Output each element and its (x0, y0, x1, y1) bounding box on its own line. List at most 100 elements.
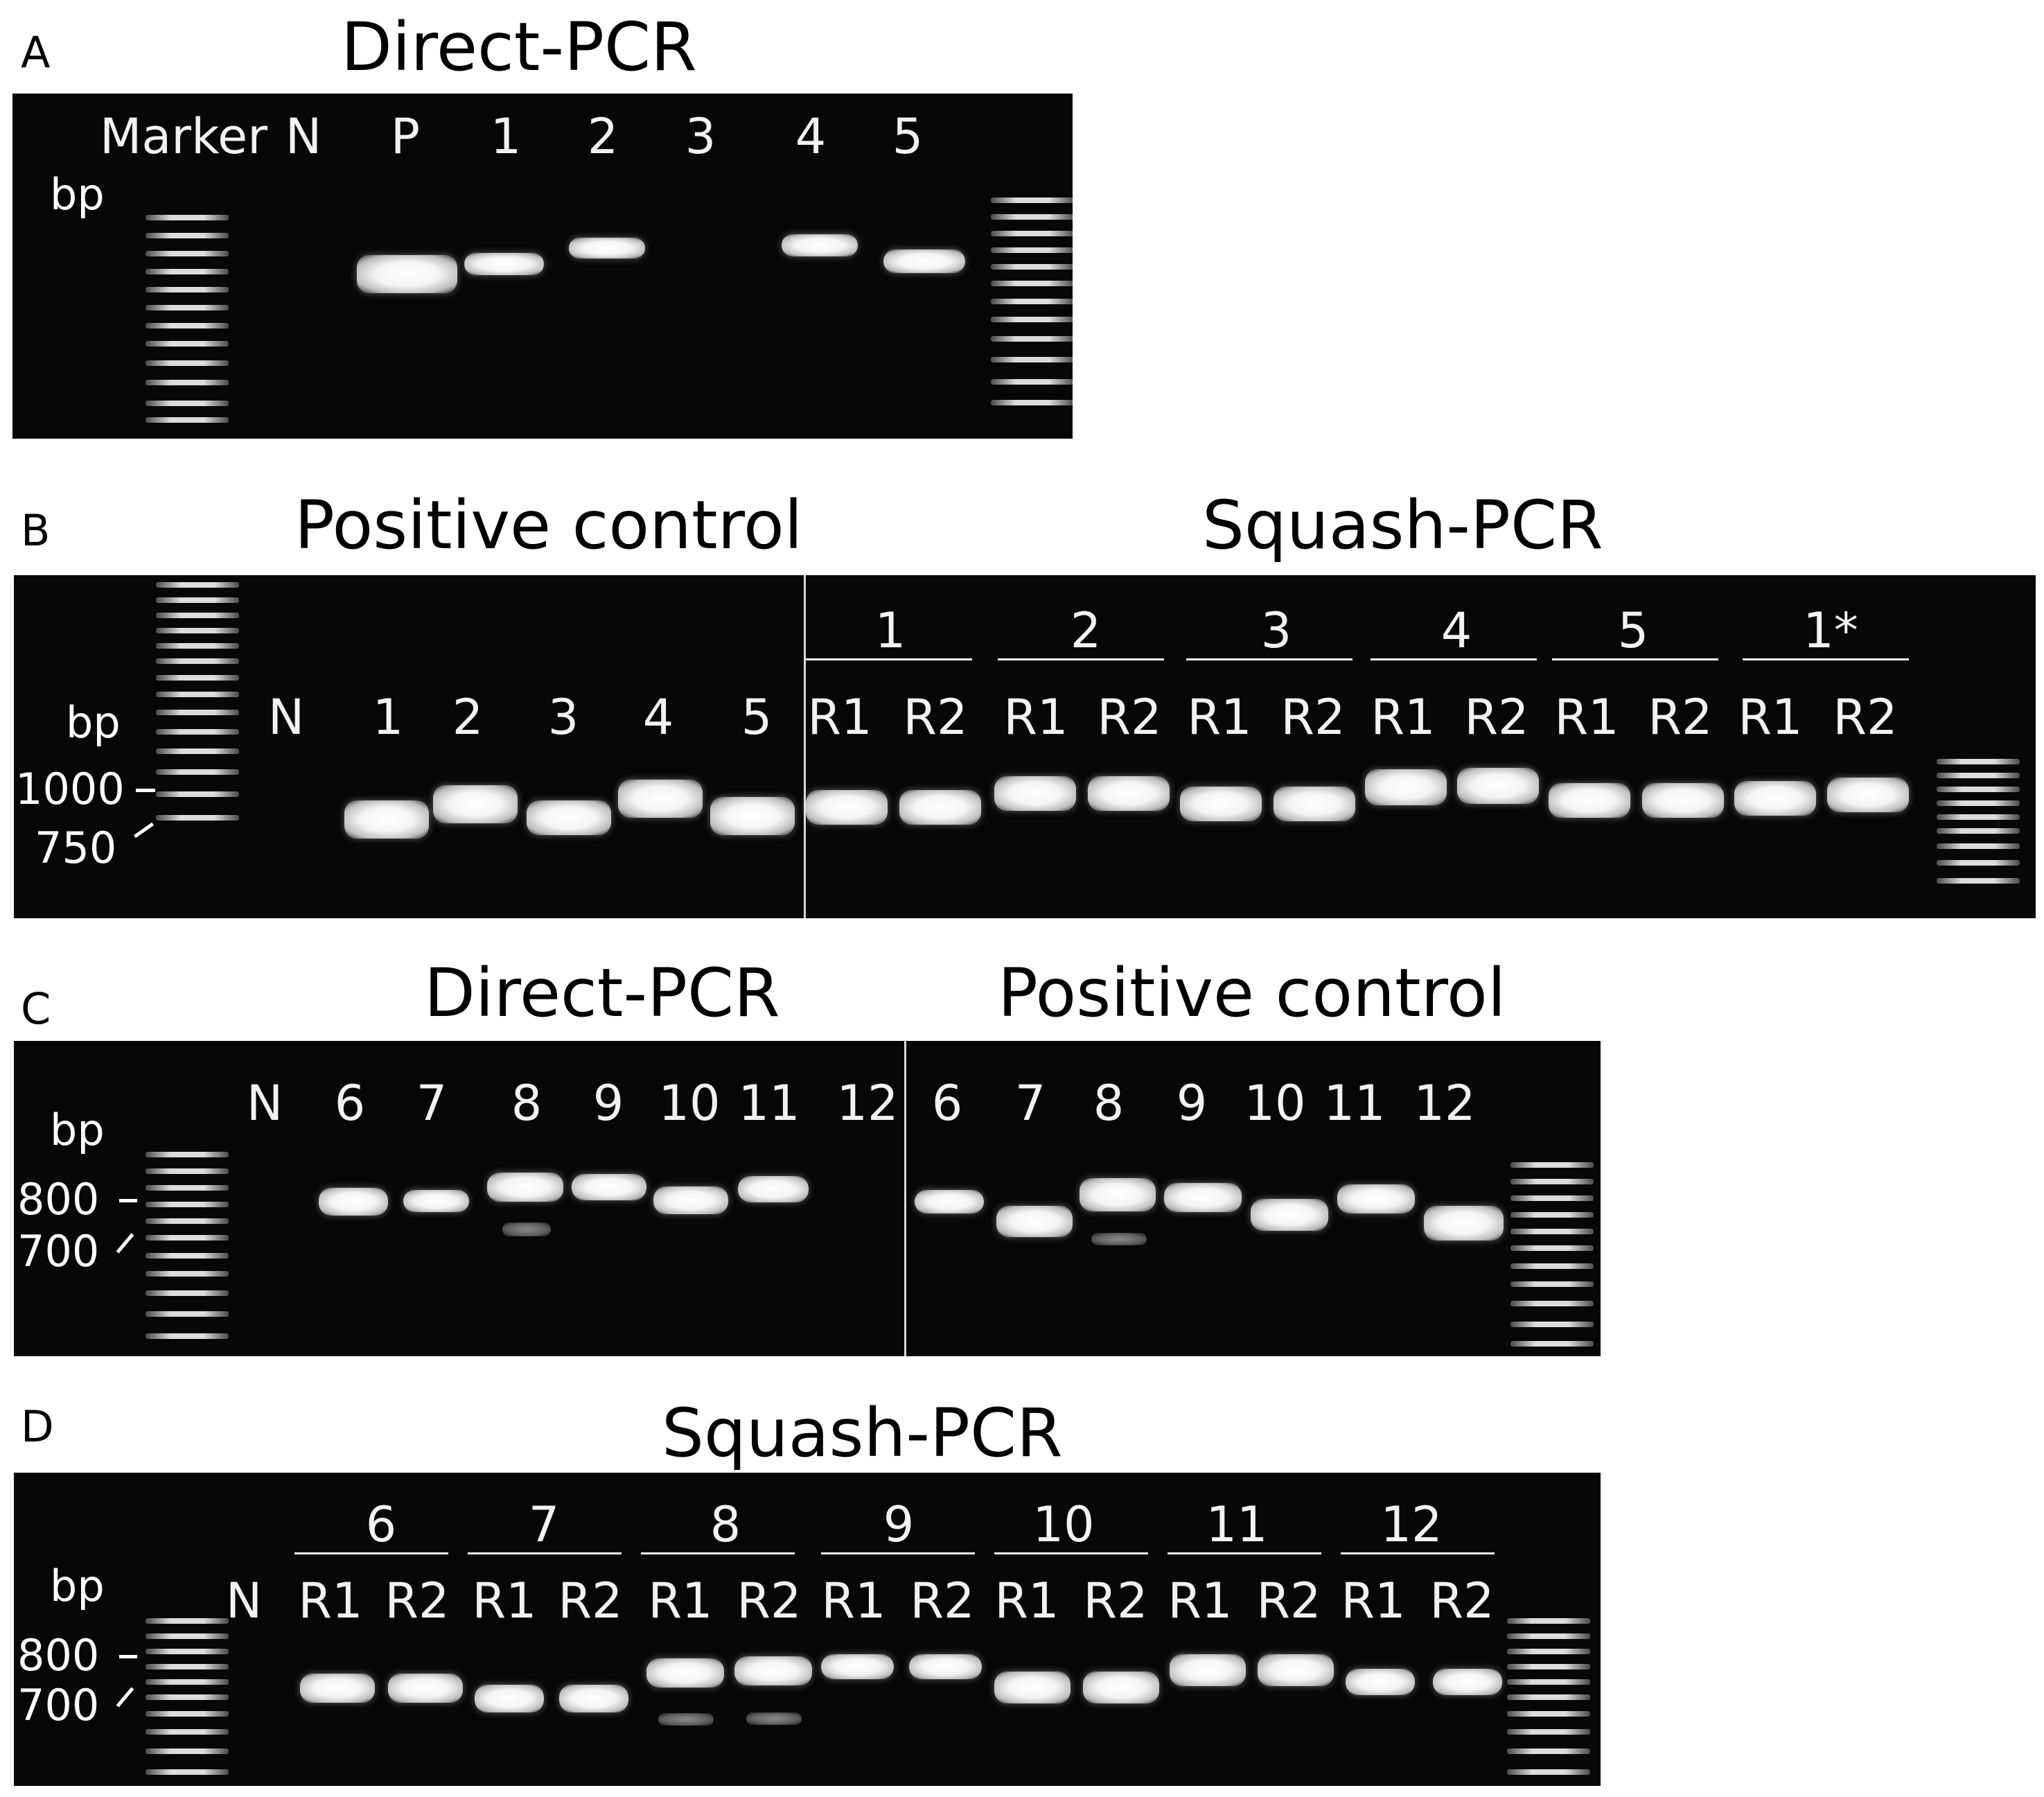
panel-a-lane-1: 1 (490, 108, 522, 165)
panel-c-marker-700: 700 (17, 1226, 100, 1277)
panel-a-band-5 (883, 249, 965, 273)
panel-b-rep-5-r2: R2 (1648, 689, 1713, 746)
panel-b-rep-2-r2: R2 (1097, 689, 1162, 746)
panel-b-rep-4-r2: R2 (1464, 689, 1529, 746)
panel-a-gel: Marker N P 1 2 3 4 5 (12, 94, 1073, 439)
panel-b-marker-1000: 1000 (15, 764, 125, 814)
panel-d-group-11: 11 (1206, 1496, 1268, 1553)
panel-d-group-underline-6 (294, 1552, 448, 1554)
panel-b-rep-1star-r1: R1 (1738, 689, 1803, 746)
panel-d-rep-10-r1: R1 (994, 1572, 1059, 1629)
panel-b-band-1-r2 (899, 790, 981, 825)
panel-d-gel: N 6 7 8 9 10 11 12 R1 R2 R1 R2 R1 R2 R1 … (14, 1473, 1601, 1786)
panel-a-title: Direct-PCR (341, 8, 697, 86)
panel-b-lane-4: 4 (642, 689, 674, 746)
panel-a-lane-n: N (285, 108, 322, 165)
panel-b-marker-750: 750 (35, 823, 117, 873)
panel-b-band-pc-4 (618, 780, 703, 818)
panel-c-band-l9 (572, 1174, 646, 1200)
panel-b-divider (804, 575, 806, 918)
panel-b-lane-5: 5 (741, 689, 773, 746)
panel-b-rep-3-r2: R2 (1280, 689, 1346, 746)
panel-d-marker-700: 700 (17, 1680, 100, 1730)
panel-a-band-p (357, 255, 457, 293)
panel-c-band-r10 (1251, 1199, 1328, 1231)
panel-d-band-12-r2 (1433, 1669, 1502, 1695)
panel-b-group-2: 2 (1070, 602, 1102, 659)
panel-b-rep-4-r1: R1 (1371, 689, 1436, 746)
panel-b-band-1-r1 (806, 790, 888, 825)
panel-d-ladder-right (1507, 1618, 1590, 1785)
panel-c-band-r6 (915, 1190, 984, 1213)
panel-c-band-r9 (1164, 1183, 1242, 1212)
panel-d-group-8: 8 (710, 1496, 741, 1553)
panel-d-rep-9-r2: R2 (910, 1572, 975, 1629)
panel-b-title-right: Squash-PCR (1202, 486, 1603, 564)
panel-c-lane-r7: 7 (1014, 1075, 1046, 1132)
panel-d-band-8-r1 (646, 1658, 724, 1688)
panel-c-gel: N 6 7 8 9 10 11 12 6 7 8 9 10 11 12 (14, 1041, 1601, 1356)
panel-b-band-3-r1 (1180, 787, 1262, 821)
panel-c-band-r11 (1337, 1184, 1415, 1213)
panel-d-rep-11-r1: R1 (1168, 1572, 1233, 1629)
panel-b-lane-2: 2 (452, 689, 484, 746)
panel-c-tick-800 (119, 1199, 137, 1202)
panel-a-lane-p: P (390, 108, 421, 165)
panel-b-group-3: 3 (1260, 602, 1292, 659)
panel-c-lane-l7: 7 (416, 1075, 448, 1132)
panel-d-band-10-r1 (994, 1672, 1071, 1703)
panel-d-band-9-r1 (821, 1654, 894, 1679)
panel-d-group-10: 10 (1032, 1496, 1095, 1553)
panel-a-band-2 (569, 238, 645, 258)
panel-d-group-6: 6 (365, 1496, 397, 1553)
panel-d-rep-7-r2: R2 (558, 1572, 623, 1629)
panel-d-band-11-r2 (1258, 1654, 1334, 1686)
panel-c-lane-l9: 9 (592, 1075, 624, 1132)
panel-b-band-3-r2 (1274, 787, 1355, 821)
panel-d-rep-8-r1: R1 (648, 1572, 713, 1629)
panel-a-lane-2: 2 (587, 108, 619, 165)
panel-b-group-underline-5 (1552, 658, 1718, 660)
panel-d-group-underline-11 (1168, 1552, 1321, 1554)
panel-d-band-9-r2 (909, 1654, 982, 1679)
panel-c-band-r7 (996, 1206, 1073, 1237)
panel-d-band-7-r1 (475, 1685, 544, 1712)
panel-b-band-2-r2 (1088, 776, 1170, 811)
panel-a-ladder-right (991, 198, 1073, 419)
panel-d-group-7: 7 (528, 1496, 560, 1553)
panel-b-band-pc-1 (344, 800, 429, 839)
panel-b-band-5-r1 (1549, 783, 1630, 818)
panel-c-marker-800: 800 (17, 1174, 100, 1225)
panel-c-band-l11 (738, 1176, 809, 1202)
panel-d-rep-11-r2: R2 (1256, 1572, 1321, 1629)
panel-d-band-8-r1-lower (658, 1713, 714, 1726)
panel-a-ladder-left (146, 215, 229, 423)
panel-c-band-r8 (1080, 1178, 1156, 1211)
panel-b-gel: N 1 2 3 4 5 1 2 3 4 5 1* R1 R2 R1 R2 R1 … (14, 575, 2036, 918)
panel-b-band-pc-2 (433, 785, 518, 823)
panel-d-rep-12-r1: R1 (1341, 1572, 1406, 1629)
panel-c-title-left: Direct-PCR (424, 954, 780, 1032)
panel-b-rep-1-r2: R2 (903, 689, 968, 746)
panel-c-lane-r10: 10 (1244, 1075, 1306, 1132)
panel-b-group-1star: 1* (1803, 602, 1858, 659)
panel-b-lane-n: N (267, 689, 305, 746)
panel-d-rep-6-r1: R1 (298, 1572, 363, 1629)
panel-d-bp-label: bp (50, 1561, 105, 1611)
panel-d-band-6-r2 (388, 1674, 463, 1703)
panel-d-tick-800 (119, 1655, 137, 1658)
panel-d-rep-10-r2: R2 (1083, 1572, 1148, 1629)
panel-c-band-l8-lower (502, 1222, 551, 1236)
panel-c-ladder-left (146, 1152, 229, 1346)
panel-d-group-underline-10 (994, 1552, 1148, 1554)
panel-d-band-8-r2-lower (746, 1712, 802, 1725)
panel-b-group-4: 4 (1441, 602, 1472, 659)
panel-c-band-l8 (487, 1173, 563, 1202)
panel-d-group-12: 12 (1380, 1496, 1443, 1553)
panel-c-lane-l11: 11 (738, 1075, 800, 1132)
panel-b-label: B (21, 505, 51, 556)
panel-b-rep-1star-r2: R2 (1833, 689, 1898, 746)
panel-b-band-1star-r2 (1827, 778, 1909, 812)
panel-d-group-underline-7 (468, 1552, 622, 1554)
panel-b-group-underline-1 (806, 658, 972, 660)
